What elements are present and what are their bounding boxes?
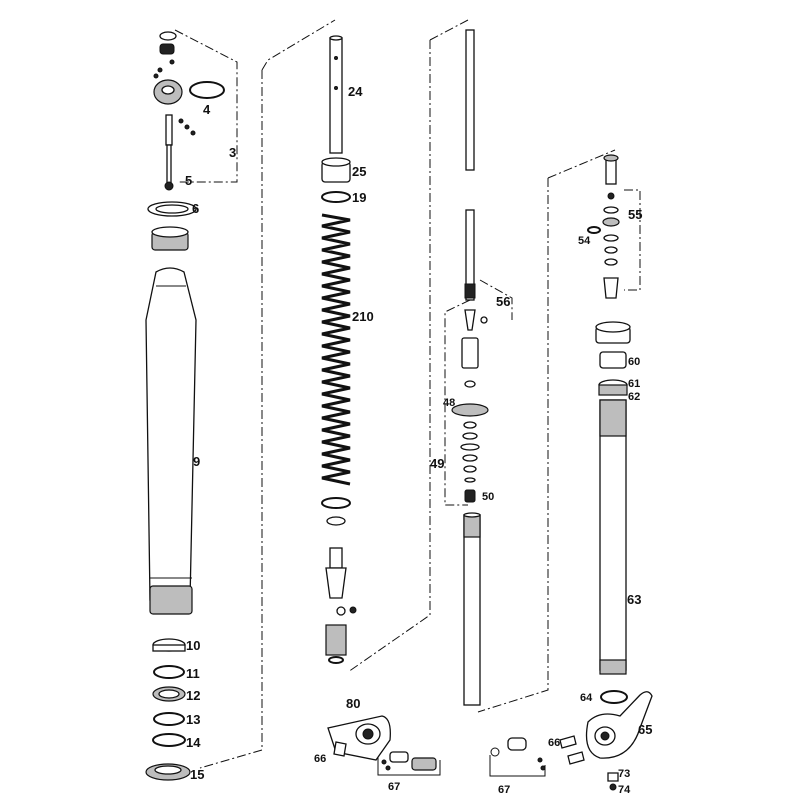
bleed-screw bbox=[507, 737, 527, 751]
label-10: 10 bbox=[186, 638, 200, 653]
adjuster-55 bbox=[605, 159, 617, 185]
inner-tube-63 bbox=[599, 399, 627, 671]
label-50: 50 bbox=[482, 491, 494, 503]
damper-valve bbox=[325, 567, 347, 599]
label-5: 5 bbox=[185, 173, 192, 188]
column-damper-rod bbox=[451, 29, 489, 706]
ring-11 bbox=[153, 665, 185, 679]
spacer-tube-24 bbox=[329, 37, 343, 154]
o-ring-64 bbox=[600, 690, 628, 704]
leader-lines bbox=[174, 19, 641, 777]
ring-13 bbox=[153, 712, 185, 726]
label-3: 3 bbox=[229, 145, 236, 160]
label-55: 55 bbox=[628, 207, 642, 222]
nut-part bbox=[159, 43, 175, 55]
damper-rod-upper bbox=[465, 29, 475, 171]
label-64: 64 bbox=[580, 692, 593, 704]
label-4: 4 bbox=[203, 102, 211, 117]
column-inner-tube bbox=[585, 154, 653, 791]
valve-spring bbox=[325, 624, 347, 656]
label-6: 6 bbox=[192, 201, 199, 216]
valve-shim-48 bbox=[451, 403, 489, 417]
label-61: 61 bbox=[628, 378, 640, 390]
label-48: 48 bbox=[443, 397, 455, 409]
nut-50 bbox=[464, 489, 476, 503]
bolt-66 bbox=[559, 735, 577, 749]
label-13: 13 bbox=[186, 712, 200, 727]
label-67b: 67 bbox=[498, 784, 510, 796]
label-74: 74 bbox=[618, 784, 631, 796]
label-9: 9 bbox=[193, 454, 200, 469]
label-66a: 66 bbox=[314, 753, 326, 765]
o-ring-54 bbox=[587, 226, 601, 234]
label-67a: 67 bbox=[388, 781, 400, 793]
washer-19 bbox=[321, 191, 351, 203]
column-spring bbox=[321, 35, 357, 664]
compression-valve bbox=[461, 337, 479, 369]
bleed-parts-67 bbox=[490, 735, 585, 771]
label-73: 73 bbox=[618, 768, 630, 780]
label-11: 11 bbox=[186, 666, 200, 681]
label-56: 56 bbox=[496, 294, 510, 309]
part-labels: 4 3 5 6 9 10 11 12 13 14 15 24 25 19 210… bbox=[185, 84, 652, 796]
column-outer-tube bbox=[145, 31, 225, 781]
part-5 bbox=[164, 181, 174, 191]
label-54: 54 bbox=[578, 235, 591, 247]
label-25: 25 bbox=[352, 164, 366, 179]
label-80: 80 bbox=[346, 696, 360, 711]
label-49: 49 bbox=[430, 456, 444, 471]
nut-60 bbox=[599, 351, 627, 369]
label-24: 24 bbox=[348, 84, 363, 99]
spring-210 bbox=[321, 213, 351, 486]
outer-tube-9 bbox=[145, 267, 197, 601]
label-66b: 66 bbox=[548, 737, 560, 749]
damper-rod-lower bbox=[465, 209, 475, 301]
label-14: 14 bbox=[186, 735, 201, 750]
label-60: 60 bbox=[628, 356, 640, 368]
adjuster-rod bbox=[165, 114, 173, 146]
label-19: 19 bbox=[352, 190, 366, 205]
o-ring-4 bbox=[189, 81, 225, 99]
top-cap-part bbox=[159, 31, 177, 41]
ring-14 bbox=[152, 733, 186, 747]
label-65: 65 bbox=[638, 722, 652, 737]
damper-cartridge bbox=[463, 514, 481, 706]
label-210: 210 bbox=[352, 309, 374, 324]
label-12: 12 bbox=[186, 688, 200, 703]
label-63: 63 bbox=[627, 592, 641, 607]
circlip bbox=[321, 497, 351, 509]
label-62: 62 bbox=[628, 391, 640, 403]
label-15: 15 bbox=[190, 767, 204, 782]
clamp-assembly-80 bbox=[327, 715, 437, 771]
